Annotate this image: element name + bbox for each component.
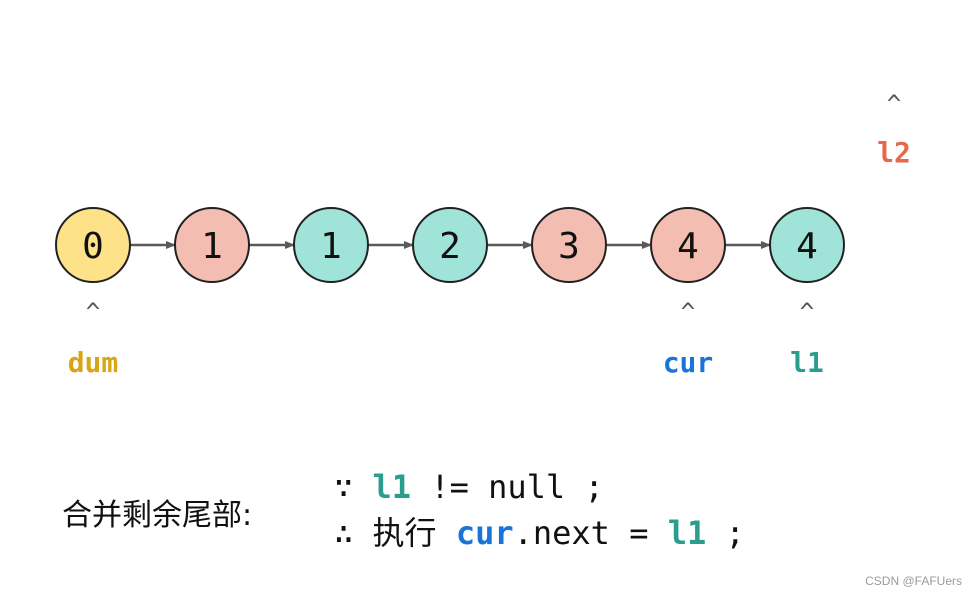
code-line-condition: ∵ l1 != null ; <box>334 468 604 506</box>
code-text: .next = <box>513 514 668 552</box>
list-node-dummy: 0 <box>55 207 131 283</box>
pointer-caret-icon: ^ <box>681 298 695 326</box>
node-value: 0 <box>82 226 104 267</box>
node-circle <box>769 207 845 283</box>
pointer-label-cur: cur <box>663 346 714 379</box>
pointer-label-l1: l1 <box>790 346 824 379</box>
because-symbol: ∵ <box>334 468 373 506</box>
node-value: 4 <box>796 226 818 267</box>
node-circle <box>412 207 488 283</box>
pointer-caret-icon: ^ <box>86 298 100 326</box>
watermark: CSDN @FAFUers <box>865 574 962 588</box>
node-value: 3 <box>558 226 580 267</box>
list-node-l1: 1 <box>293 207 369 283</box>
code-line-action: ∴ 执行 cur.next = l1 ; <box>334 508 745 554</box>
therefore-symbol: ∴ 执行 <box>334 514 456 552</box>
node-value: 4 <box>677 226 699 267</box>
node-circle <box>293 207 369 283</box>
list-node-l2: 4 <box>650 207 726 283</box>
list-node-l1: 2 <box>412 207 488 283</box>
code-text: ; <box>706 514 745 552</box>
pointer-label-l2: l2 <box>877 136 911 169</box>
node-circle <box>174 207 250 283</box>
code-var-l1: l1 <box>372 468 412 506</box>
list-node-l2: 1 <box>174 207 250 283</box>
code-var-cur: cur <box>455 514 514 552</box>
node-circle <box>650 207 726 283</box>
node-value: 1 <box>201 226 223 267</box>
code-var-l1: l1 <box>667 514 707 552</box>
node-value: 1 <box>320 226 342 267</box>
pointer-caret-icon: ^ <box>887 90 901 118</box>
pointer-label-dum: dum <box>68 346 119 379</box>
node-circle <box>55 207 131 283</box>
caption-merge-remaining-tail: 合并剩余尾部: <box>62 498 253 533</box>
node-circle <box>531 207 607 283</box>
node-value: 2 <box>439 226 461 267</box>
code-text: != null ; <box>411 468 604 506</box>
pointer-caret-icon: ^ <box>800 298 814 326</box>
list-node-l1: 4 <box>769 207 845 283</box>
list-node-l2: 3 <box>531 207 607 283</box>
